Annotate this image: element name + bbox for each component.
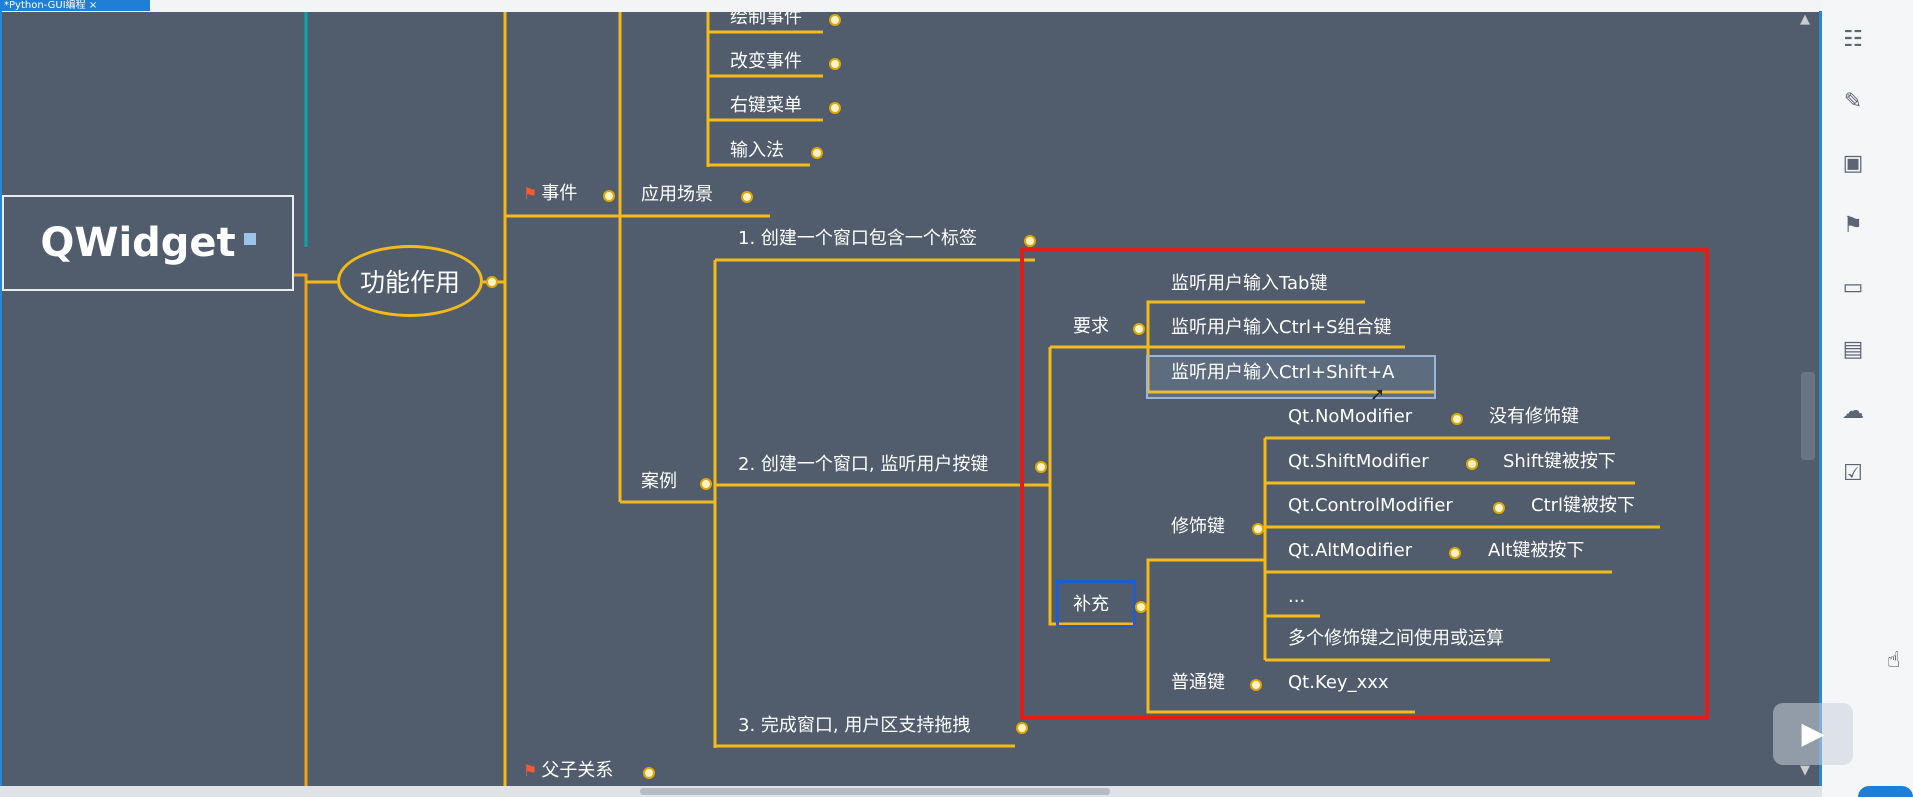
label-icon[interactable]: ▭ bbox=[1842, 275, 1864, 300]
outline-icon[interactable]: ☷ bbox=[1843, 27, 1863, 52]
collapse-dot[interactable] bbox=[643, 767, 655, 779]
root-node[interactable]: QWidget bbox=[2, 195, 294, 291]
collapse-dot[interactable] bbox=[1493, 502, 1505, 514]
func-node-label: 功能作用 bbox=[359, 268, 460, 297]
canvas-border-right bbox=[1819, 11, 1822, 786]
collapse-dot[interactable] bbox=[1135, 601, 1147, 613]
parent-child-label: 父子关系 bbox=[541, 760, 614, 781]
events-node[interactable]: ⚑事件 bbox=[523, 182, 577, 206]
collapse-dot[interactable] bbox=[1024, 235, 1036, 247]
collapse-dot[interactable] bbox=[829, 14, 841, 26]
case-item-1[interactable]: 1. 创建一个窗口包含一个标签 bbox=[738, 228, 977, 249]
flag-icon: ⚑ bbox=[523, 184, 538, 203]
selected-node-frame bbox=[1146, 355, 1436, 399]
modifier-desc[interactable]: Ctrl键被按下 bbox=[1531, 495, 1636, 516]
mindmap-canvas[interactable]: QWidget 功能作用 绘制事件 改变事件 右键菜单 输入法 ⚑事件 应用场景… bbox=[0, 12, 1819, 787]
collapse-dot[interactable] bbox=[811, 147, 823, 159]
comment-icon[interactable]: ☁ bbox=[1842, 399, 1864, 424]
root-node-label: QWidget bbox=[40, 220, 236, 266]
scroll-up-arrow-icon[interactable]: ▲ bbox=[1800, 12, 1810, 27]
corner-badge bbox=[1858, 786, 1913, 797]
horizontal-scrollbar-thumb[interactable] bbox=[640, 788, 1110, 795]
brush-icon[interactable]: ✎ bbox=[1843, 89, 1863, 114]
canvas-border-left bbox=[0, 11, 2, 786]
collapse-dot[interactable] bbox=[1466, 458, 1478, 470]
collapse-dot[interactable] bbox=[1133, 323, 1145, 335]
requirement-item-ctrl-s[interactable]: 监听用户输入Ctrl+S组合键 bbox=[1171, 317, 1392, 338]
event-node-change[interactable]: 改变事件 bbox=[730, 51, 802, 72]
event-node-input-method[interactable]: 输入法 bbox=[730, 140, 784, 161]
mindmap-connectors bbox=[294, 12, 1660, 787]
collapse-dot[interactable] bbox=[829, 58, 841, 70]
parent-child-node[interactable]: ⚑父子关系 bbox=[523, 759, 613, 783]
tab-bar: *Python-GUI编程 × bbox=[0, 0, 1822, 12]
modifier-name[interactable]: Qt.AltModifier bbox=[1288, 540, 1413, 561]
collapse-dot[interactable] bbox=[1451, 413, 1463, 425]
event-node-context-menu[interactable]: 右键菜单 bbox=[730, 95, 802, 116]
normal-key-node[interactable]: 普通键 bbox=[1171, 672, 1225, 693]
collapse-dot[interactable] bbox=[700, 478, 712, 490]
collapse-dot[interactable] bbox=[603, 190, 615, 202]
image-icon[interactable]: ▣ bbox=[1842, 151, 1864, 176]
collapse-dot[interactable] bbox=[1449, 547, 1461, 559]
requirement-node[interactable]: 要求 bbox=[1073, 316, 1109, 337]
flag-icon[interactable]: ⚑ bbox=[1843, 213, 1863, 238]
collapse-dot[interactable] bbox=[1252, 523, 1264, 535]
flag-icon: ⚑ bbox=[523, 761, 538, 780]
modifier-key-node[interactable]: 修饰键 bbox=[1171, 516, 1225, 537]
document-tab[interactable]: *Python-GUI编程 × bbox=[0, 0, 150, 11]
highlight-box bbox=[1020, 248, 1709, 720]
requirement-item-ctrl-shift-a[interactable]: 监听用户输入Ctrl+Shift+A bbox=[1171, 362, 1395, 383]
event-node-paint[interactable]: 绘制事件 bbox=[730, 12, 802, 28]
vertical-scrollbar-thumb[interactable] bbox=[1801, 372, 1815, 460]
note-icon[interactable]: ▤ bbox=[1842, 337, 1864, 362]
modifier-desc[interactable]: 没有修饰键 bbox=[1489, 406, 1579, 427]
collapse-dot[interactable] bbox=[1016, 722, 1028, 734]
collapse-dot[interactable] bbox=[486, 276, 498, 288]
requirement-item-tab[interactable]: 监听用户输入Tab键 bbox=[1171, 273, 1328, 294]
events-label: 事件 bbox=[541, 183, 578, 204]
collapse-dot[interactable] bbox=[1250, 679, 1262, 691]
func-node[interactable]: 功能作用 bbox=[337, 245, 483, 317]
case-item-2[interactable]: 2. 创建一个窗口, 监听用户按键 bbox=[738, 454, 989, 475]
note-marker-icon bbox=[243, 233, 256, 245]
modifier-name[interactable]: Qt.ShiftModifier bbox=[1288, 451, 1429, 472]
collapse-dot[interactable] bbox=[829, 102, 841, 114]
app-scene-node[interactable]: 应用场景 bbox=[641, 184, 713, 205]
task-icon[interactable]: ☑ bbox=[1843, 461, 1863, 486]
modifier-name[interactable]: Qt.NoModifier bbox=[1288, 406, 1413, 427]
horizontal-scrollbar[interactable] bbox=[0, 786, 1822, 797]
selected-node-frame bbox=[1056, 580, 1136, 628]
collapse-dot[interactable] bbox=[1035, 461, 1047, 473]
modifier-desc[interactable]: Shift键被按下 bbox=[1503, 451, 1616, 472]
modifier-name[interactable]: Qt.ControlModifier bbox=[1288, 495, 1453, 516]
mouse-pointer-icon: ➚ bbox=[1370, 384, 1386, 405]
modifier-or-note[interactable]: 多个修饰键之间使用或运算 bbox=[1288, 628, 1504, 649]
normal-key-value[interactable]: Qt.Key_xxx bbox=[1288, 672, 1389, 693]
hand-cursor-icon: ☝ bbox=[1887, 648, 1901, 673]
collapse-dot[interactable] bbox=[741, 191, 753, 203]
scroll-down-arrow-icon[interactable]: ▼ bbox=[1800, 763, 1810, 778]
supplement-node[interactable]: 补充 bbox=[1073, 594, 1109, 615]
right-tool-panel bbox=[1822, 0, 1913, 797]
modifier-desc[interactable]: Alt键被按下 bbox=[1488, 540, 1585, 561]
play-button[interactable]: ▶ bbox=[1773, 703, 1853, 765]
case-item-3[interactable]: 3. 完成窗口, 用户区支持拖拽 bbox=[738, 715, 971, 736]
modifier-ellipsis[interactable]: ... bbox=[1288, 586, 1306, 607]
case-node[interactable]: 案例 bbox=[641, 471, 677, 492]
